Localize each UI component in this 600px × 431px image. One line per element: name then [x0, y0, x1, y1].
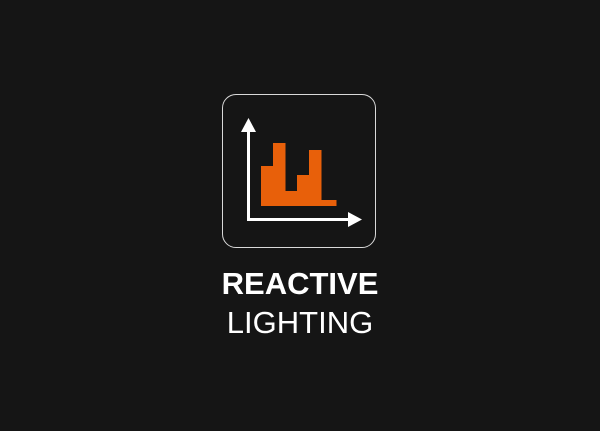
- title-line2: LIGHTING: [226, 305, 374, 340]
- chart-bar: [321, 200, 337, 206]
- chart-bar: [261, 166, 274, 206]
- title-line1: REACTIVE: [221, 266, 379, 301]
- chart-bar: [285, 191, 298, 206]
- chart-bar: [309, 150, 322, 206]
- bar-chart-icon: [241, 118, 362, 227]
- logo-frame: [222, 94, 376, 248]
- arrow-up-icon: [241, 118, 256, 132]
- arrow-right-icon: [348, 212, 362, 227]
- chart-bar: [273, 143, 286, 206]
- chart-bars: [261, 143, 337, 206]
- chart-bar: [297, 175, 310, 206]
